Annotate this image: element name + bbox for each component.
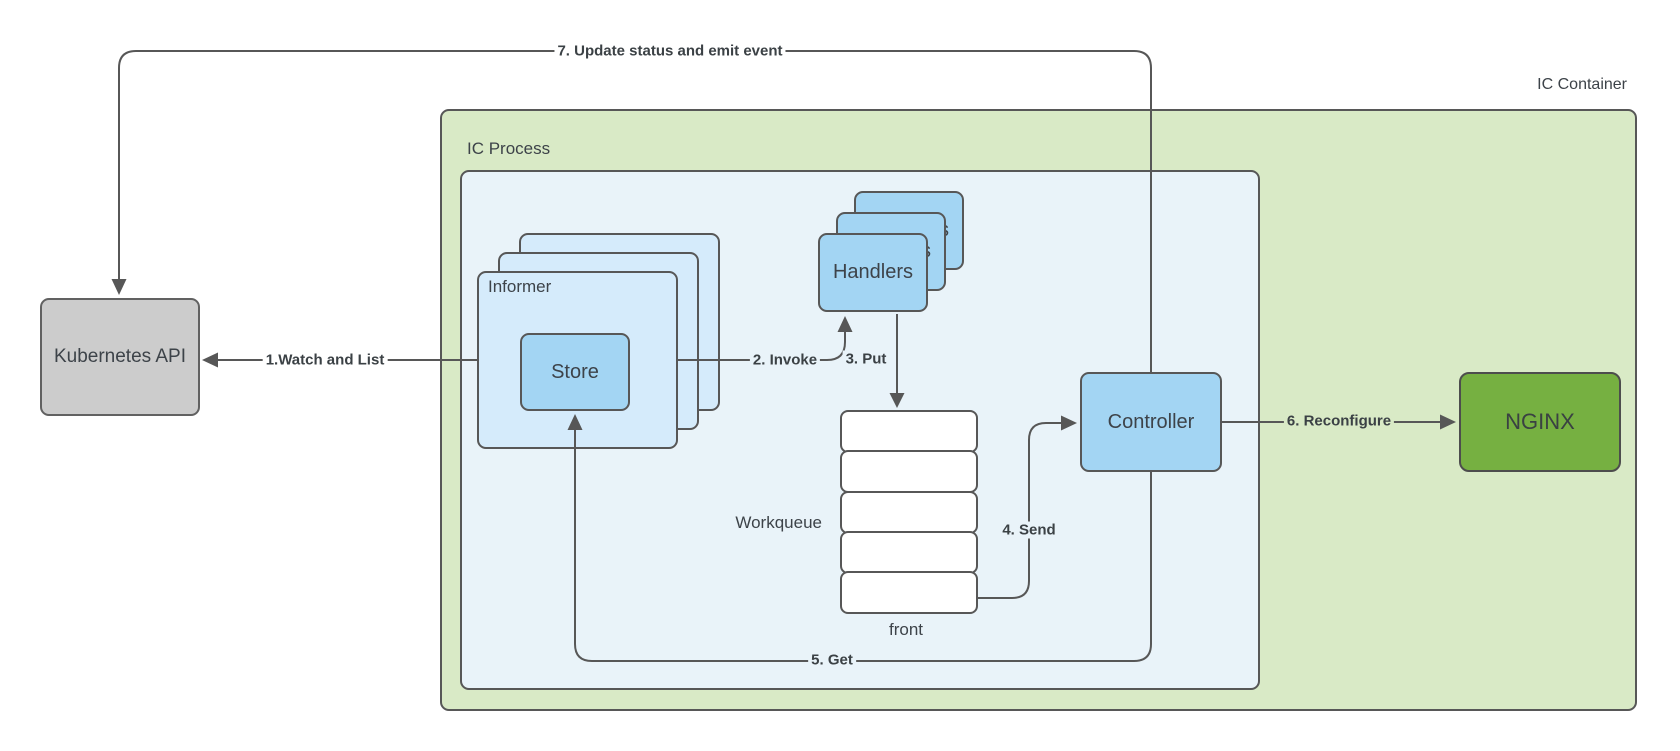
edge-label-update: 7. Update status and emit event	[554, 42, 786, 60]
edge-label-reconfigure: 6. Reconfigure	[1283, 412, 1395, 430]
workqueue-cell	[840, 571, 978, 615]
edge-label-send: 4. Send	[999, 521, 1059, 539]
handlers-box-front: Handlers	[818, 233, 928, 312]
informer-label: Informer	[488, 277, 552, 296]
ic-process-label: IC Process	[467, 139, 551, 158]
kubernetes-api-node: Kubernetes API	[40, 298, 200, 416]
store-node: Store	[520, 333, 630, 411]
edge-watch-arrowhead	[202, 352, 218, 368]
workqueue-cell	[840, 450, 978, 494]
edge-update-arrowhead	[111, 279, 127, 295]
nginx-label: NGINX	[1505, 409, 1575, 434]
edge-label-put: 3. Put	[842, 350, 890, 368]
workqueue-stack	[840, 410, 978, 615]
workqueue-front-label: front	[888, 620, 924, 639]
kubernetes-api-label: Kubernetes API	[53, 346, 187, 368]
edge-label-get: 5. Get	[808, 651, 856, 669]
workqueue-cell	[840, 530, 978, 574]
edge-label-invoke: 2. Invoke	[749, 351, 821, 369]
handlers-label-front: Handlers	[832, 261, 914, 283]
edge-label-watch: 1.Watch and List	[262, 351, 388, 369]
workqueue-label: Workqueue	[735, 513, 822, 532]
workqueue-cell	[840, 490, 978, 534]
ic-container-label: IC Container	[1537, 76, 1627, 93]
controller-node: Controller	[1080, 372, 1222, 472]
nginx-node: NGINX	[1459, 372, 1621, 472]
controller-label: Controller	[1107, 410, 1195, 433]
store-label: Store	[551, 360, 599, 383]
workqueue-cell	[840, 410, 978, 453]
